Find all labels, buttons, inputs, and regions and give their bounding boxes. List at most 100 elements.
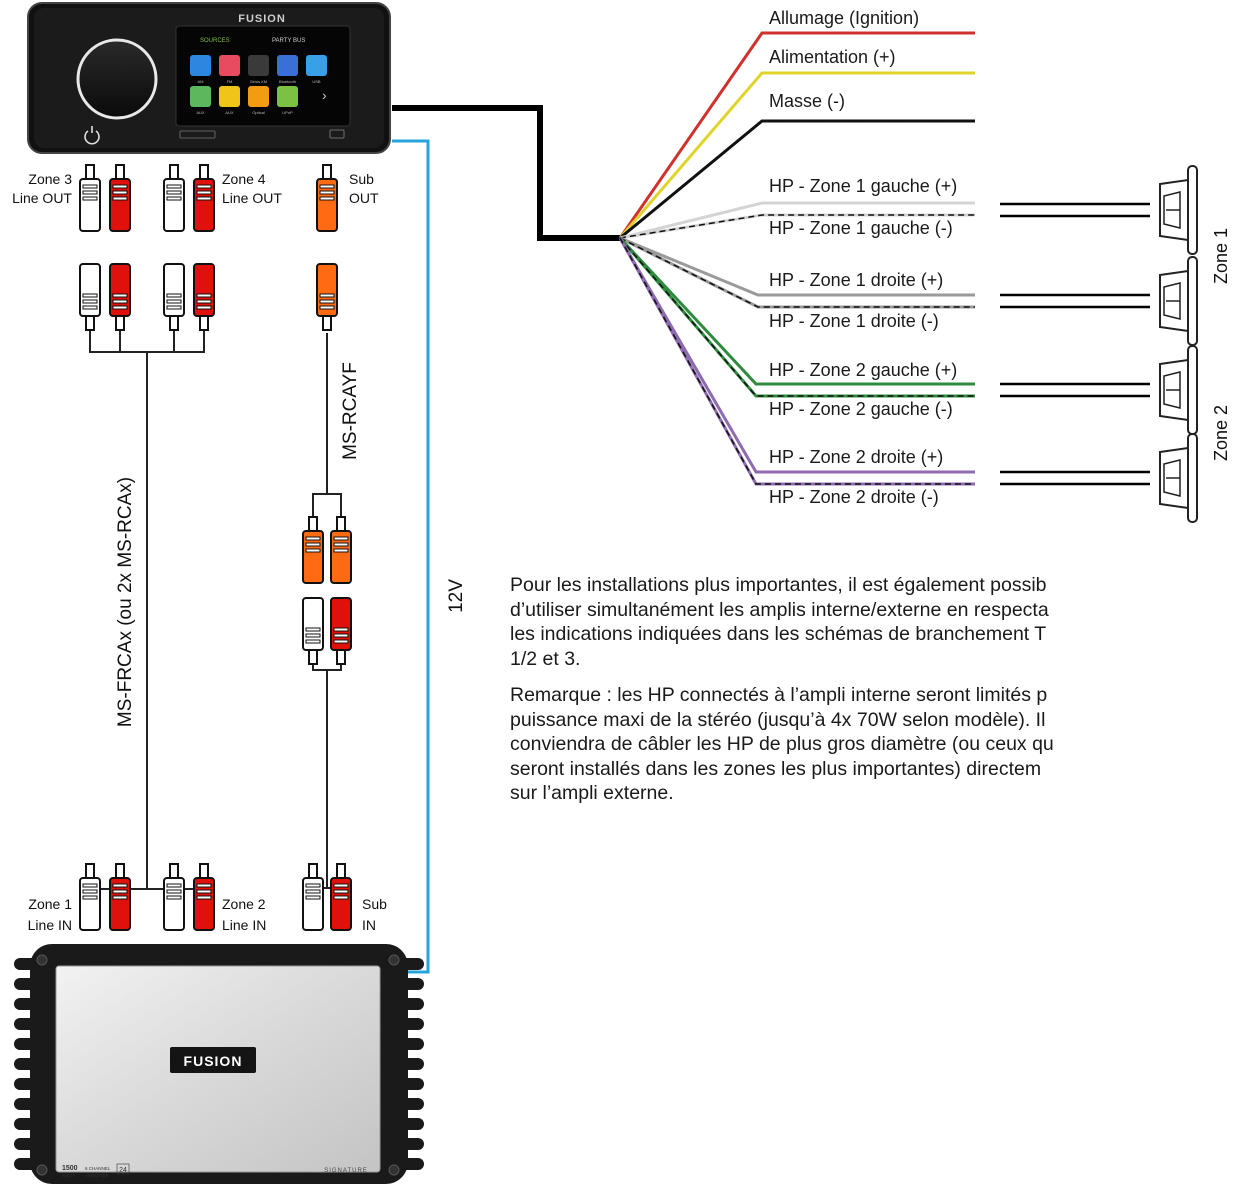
source-tile-label: AUX bbox=[225, 110, 234, 115]
amp-screw-tr bbox=[388, 954, 400, 966]
rca-plug bbox=[193, 863, 215, 931]
rca-plug bbox=[79, 164, 101, 232]
speaker-zone2-label: Zone 2 bbox=[1211, 405, 1231, 461]
wire-label: Allumage (Ignition) bbox=[769, 8, 919, 28]
external-amplifier: FUSION 1500 WATTS 6 CHANNEL AMPLIFIER 24… bbox=[14, 944, 424, 1184]
note-p1-line4: 1/2 et 3. bbox=[510, 647, 581, 670]
wire-label: Alimentation (+) bbox=[769, 47, 896, 67]
label-zone4-out-1: Zone 4 bbox=[222, 171, 266, 187]
rca-plug bbox=[330, 597, 352, 665]
harness-wire bbox=[619, 201, 975, 240]
rca-labels: Zone 3 Line OUT Zone 4 Line OUT Sub OUT … bbox=[12, 171, 387, 933]
head-unit: FUSION SOURCES PARTY BUS AM FM Sirius XM Bl… bbox=[27, 2, 391, 154]
wire-label: HP - Zone 2 gauche (-) bbox=[769, 399, 953, 419]
rca-plug bbox=[316, 164, 338, 232]
speaker-icon bbox=[1159, 345, 1198, 435]
rca-plug bbox=[302, 516, 324, 584]
rca-plug bbox=[109, 164, 131, 232]
harness-wire bbox=[618, 236, 975, 386]
harness-wire bbox=[618, 71, 975, 239]
source-tile: AUX bbox=[190, 86, 211, 115]
note-paragraph-1: Pour les installations plus importantes,… bbox=[510, 573, 1237, 671]
source-tile-label: Optical bbox=[252, 110, 265, 115]
amp-screw-br bbox=[388, 1164, 400, 1176]
harness-wire bbox=[619, 236, 975, 297]
note-paragraph-2: Remarque : les HP connectés à l’ampli in… bbox=[510, 683, 1237, 806]
rca-plug bbox=[109, 263, 131, 331]
harness-wire-stripe bbox=[619, 237, 975, 397]
rca-plug bbox=[163, 263, 185, 331]
volume-knob bbox=[76, 38, 158, 120]
wire-labels: Allumage (Ignition) Alimentation (+) Masse… bbox=[769, 8, 957, 507]
wire-label: Masse (-) bbox=[769, 91, 845, 111]
amp-badge-volt: 24 bbox=[119, 1167, 127, 1174]
label-zone3-out-1: Zone 3 bbox=[28, 171, 72, 187]
amp-badge-watts-unit: WATTS bbox=[62, 1173, 76, 1178]
head-unit-brand: FUSION bbox=[238, 13, 286, 25]
rca-plug bbox=[316, 263, 338, 331]
rca-plug bbox=[330, 863, 352, 931]
wire-label: HP - Zone 1 droite (+) bbox=[769, 270, 943, 290]
rca-plug bbox=[109, 863, 131, 931]
label-sub-in-1: Sub bbox=[362, 896, 387, 912]
note-p1-line3: les indications indiquées dans les schém… bbox=[510, 623, 1047, 645]
speaker-leads bbox=[1000, 202, 1150, 486]
note-p2-line5: sur l’ampli externe. bbox=[510, 782, 674, 804]
power-icon bbox=[84, 126, 100, 145]
source-tile-label: USB bbox=[312, 79, 321, 84]
wire-label: HP - Zone 2 gauche (+) bbox=[769, 360, 957, 380]
wire-label: HP - Zone 1 droite (-) bbox=[769, 311, 939, 331]
rca-plug bbox=[163, 863, 185, 931]
screen-tab-right: PARTY BUS bbox=[272, 38, 305, 44]
rca-plug bbox=[302, 597, 324, 665]
label-zone4-out-2: Line OUT bbox=[222, 190, 282, 206]
source-tile: Optical bbox=[248, 86, 269, 115]
screen-chevron-right-icon: › bbox=[322, 87, 327, 103]
wire-label: HP - Zone 1 gauche (+) bbox=[769, 176, 957, 196]
note-p2-line2: puissance maxi de la stéréo (jusqu’à 4x … bbox=[510, 708, 1046, 731]
source-tile-label: AM bbox=[198, 79, 204, 84]
wire-label: HP - Zone 2 droite (-) bbox=[769, 487, 939, 507]
source-tile: FM bbox=[219, 55, 240, 84]
wire-label: HP - Zone 1 gauche (-) bbox=[769, 218, 953, 238]
amp-screw-bl bbox=[36, 1164, 48, 1176]
head-unit-logo-badge bbox=[329, 129, 345, 139]
amp-badge-watts: 1500 bbox=[62, 1165, 78, 1172]
label-zone1-in-2: Line IN bbox=[28, 917, 72, 933]
speaker-zone1-label: Zone 1 bbox=[1211, 228, 1231, 284]
harness-wire-stripe bbox=[619, 237, 975, 308]
amp-logo-plate bbox=[170, 1047, 256, 1073]
note-p1-line1: Pour les installations plus importantes,… bbox=[510, 574, 1047, 596]
label-sub-out-2: OUT bbox=[349, 190, 379, 206]
label-sub-in-2: IN bbox=[362, 917, 376, 933]
note-p2-line3: conviendra de câbler les HP de plus gros… bbox=[510, 733, 1054, 755]
source-tile-label: Bluetooth bbox=[279, 79, 296, 84]
cable-label-left: MS-FRCAx (ou 2x MS-RCAx) bbox=[115, 477, 136, 727]
screen-tab-left: SOURCES bbox=[200, 38, 230, 44]
speaker-icon bbox=[1159, 433, 1198, 523]
note-p1-line2: d’utiliser simultanément les amplis inte… bbox=[510, 598, 1049, 621]
wire-harness bbox=[618, 31, 975, 486]
source-tile: UPnP bbox=[277, 86, 298, 115]
harness-wire bbox=[618, 237, 975, 474]
rca-plug bbox=[163, 164, 185, 232]
amp-badge-type: AMPLIFIER bbox=[85, 1173, 110, 1178]
source-tile: Bluetooth bbox=[277, 55, 298, 84]
amp-badge-channels: 6 CHANNEL bbox=[85, 1166, 111, 1171]
label-zone2-in-1: Zone 2 bbox=[222, 896, 266, 912]
main-harness-cable bbox=[392, 105, 620, 241]
harness-wire-stripe bbox=[619, 237, 975, 485]
note-p2-line4: seront installés dans les zones les plus… bbox=[510, 757, 1042, 780]
wire-label: HP - Zone 2 droite (+) bbox=[769, 447, 943, 467]
speakers bbox=[1159, 165, 1198, 523]
rca-plug bbox=[193, 164, 215, 232]
amp-brand: FUSION bbox=[184, 1053, 243, 1069]
amp-screw-tl bbox=[36, 954, 48, 966]
rca-plug bbox=[193, 263, 215, 331]
source-tile-label: Sirius XM bbox=[250, 79, 267, 84]
harness-wire-stripe bbox=[619, 120, 975, 239]
head-unit-port bbox=[179, 130, 216, 139]
label-sub-out-1: Sub bbox=[349, 171, 374, 187]
rca-connectors bbox=[79, 164, 352, 931]
